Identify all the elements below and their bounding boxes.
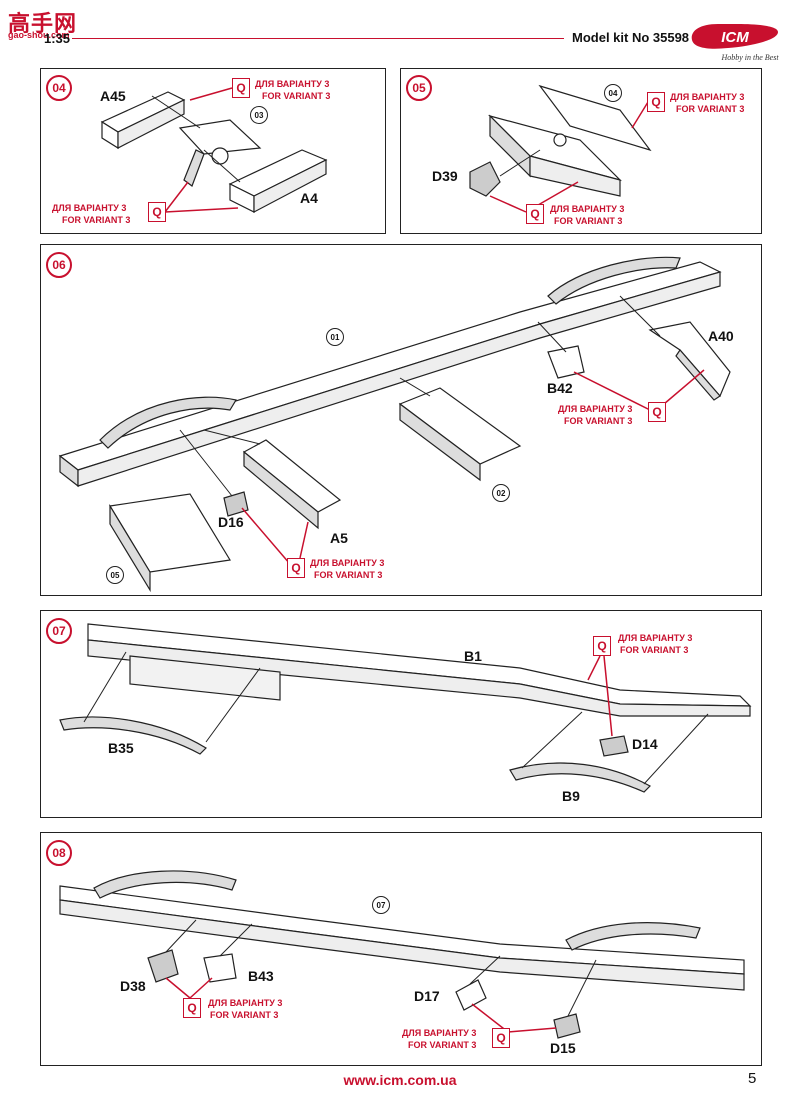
q-box: Q <box>232 78 250 98</box>
variant-note-en: FOR VARIANT 3 <box>62 215 131 225</box>
q-box: Q <box>148 202 166 222</box>
part-d16-label: D16 <box>218 514 244 530</box>
part-d17-label: D17 <box>414 988 440 1004</box>
watermark-url: gao-shou.com <box>8 30 70 40</box>
variant-note-en: FOR VARIANT 3 <box>620 645 689 655</box>
kit-number: Model kit No 35598 <box>572 30 690 45</box>
variant-note-en: FOR VARIANT 3 <box>676 104 745 114</box>
ref-07: 07 <box>372 896 390 914</box>
variant-note-ua: ДЛЯ ВАРІАНТУ 3 <box>52 203 127 213</box>
variant-note-ua: ДЛЯ ВАРІАНТУ 3 <box>618 633 693 643</box>
step-08-number: 08 <box>46 840 72 866</box>
part-b43-label: B43 <box>248 968 274 984</box>
ref-05: 05 <box>106 566 124 584</box>
step-04-number: 04 <box>46 75 72 101</box>
variant-note-ua: ДЛЯ ВАРІАНТУ 3 <box>670 92 745 102</box>
part-b42-label: B42 <box>547 380 573 396</box>
step-07-number: 07 <box>46 618 72 644</box>
ref-01: 01 <box>326 328 344 346</box>
header-rule <box>72 38 564 39</box>
variant-note-ua: ДЛЯ ВАРІАНТУ 3 <box>255 79 330 89</box>
icm-logo: ICM Hobby in the Best <box>688 22 782 64</box>
q-box: Q <box>647 92 665 112</box>
page-number: 5 <box>748 1070 757 1087</box>
footer-url[interactable]: www.icm.com.ua <box>343 1072 457 1088</box>
variant-note-en: FOR VARIANT 3 <box>408 1040 477 1050</box>
q-box: Q <box>526 204 544 224</box>
variant-note-en: FOR VARIANT 3 <box>564 416 633 426</box>
variant-note-en: FOR VARIANT 3 <box>314 570 383 580</box>
part-d39-label: D39 <box>432 168 458 184</box>
part-b9-label: B9 <box>562 788 580 804</box>
q-box: Q <box>593 636 611 656</box>
variant-note-ua: ДЛЯ ВАРІАНТУ 3 <box>402 1028 477 1038</box>
watermark: 高手网 <box>8 11 78 36</box>
q-box: Q <box>492 1028 510 1048</box>
q-box: Q <box>183 998 201 1018</box>
part-a5-label: A5 <box>330 530 348 546</box>
ref-04: 04 <box>604 84 622 102</box>
variant-note-ua: ДЛЯ ВАРІАНТУ 3 <box>550 204 625 214</box>
ref-03: 03 <box>250 106 268 124</box>
part-d38-label: D38 <box>120 978 146 994</box>
part-a40-label: A40 <box>708 328 734 344</box>
part-d15-label: D15 <box>550 1040 576 1056</box>
variant-note-ua: ДЛЯ ВАРІАНТУ 3 <box>558 404 633 414</box>
part-a45-label: A45 <box>100 88 126 104</box>
variant-note-ua: ДЛЯ ВАРІАНТУ 3 <box>208 998 283 1008</box>
step-05-number: 05 <box>406 75 432 101</box>
part-b1-label: B1 <box>464 648 482 664</box>
part-d14-label: D14 <box>632 736 658 752</box>
part-b35-label: B35 <box>108 740 134 756</box>
part-a4-label: A4 <box>300 190 318 206</box>
step-06-number: 06 <box>46 252 72 278</box>
variant-note-en: FOR VARIANT 3 <box>262 91 331 101</box>
variant-note-en: FOR VARIANT 3 <box>554 216 623 226</box>
q-box: Q <box>287 558 305 578</box>
brand-text: ICM <box>721 29 749 46</box>
ref-02: 02 <box>492 484 510 502</box>
tagline-text: Hobby in the Best <box>720 53 779 62</box>
scale-label: 1:35 <box>44 31 71 46</box>
variant-note-ua: ДЛЯ ВАРІАНТУ 3 <box>310 558 385 568</box>
variant-note-en: FOR VARIANT 3 <box>210 1010 279 1020</box>
q-box: Q <box>648 402 666 422</box>
